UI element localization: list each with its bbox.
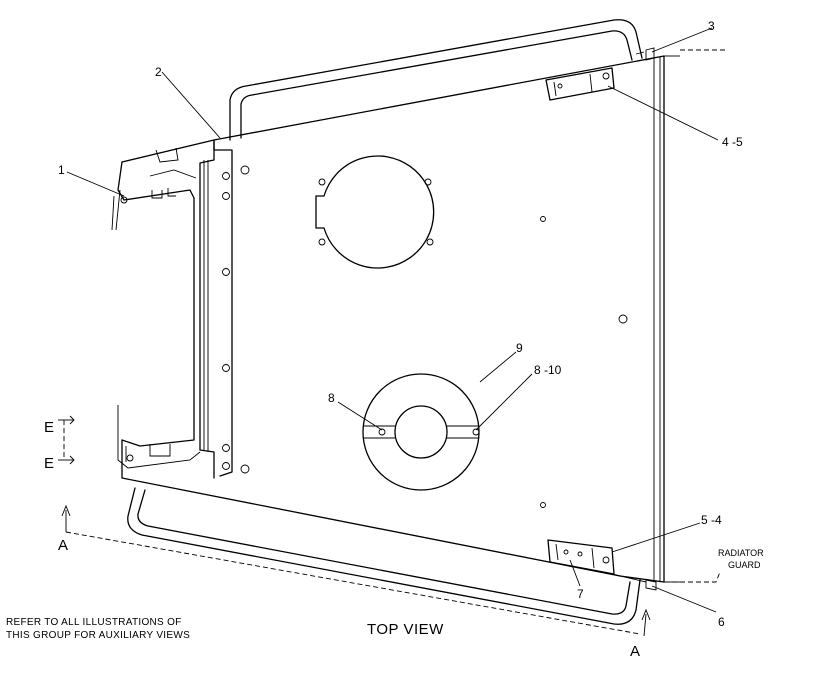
main-plate <box>121 55 680 583</box>
top-opening <box>315 155 435 269</box>
callout-4-5: 4 -5 <box>722 135 743 149</box>
section-e-upper-label: E <box>44 419 54 436</box>
bracket-5-4 <box>547 539 615 575</box>
reference-note-line1: REFER TO ALL ILLUSTRATIONS OF <box>6 617 182 628</box>
lower-ring-part-9 <box>362 373 480 491</box>
section-line-e <box>58 415 75 465</box>
callout-8-10: 8 -10 <box>534 363 562 377</box>
section-a-left-label: A <box>58 537 68 554</box>
radiator-guard-boundary <box>664 571 721 583</box>
callout-7: 7 <box>577 587 584 601</box>
callouts: 1 2 3 4 -5 5 -4 6 7 8 8 -10 9 <box>58 19 743 629</box>
callout-8: 8 <box>328 391 335 405</box>
fitting-part-3 <box>635 47 655 61</box>
view-title: TOP VIEW <box>367 621 444 638</box>
lower-tube-frame <box>127 487 641 625</box>
callout-1: 1 <box>58 163 65 177</box>
section-e-lower-label: E <box>44 455 54 472</box>
fitting-part-6 <box>611 573 657 591</box>
bracket-4-5 <box>545 67 615 101</box>
upper-tube-frame <box>229 19 643 141</box>
reference-note-line2: THIS GROUP FOR AUXILIARY VIEWS <box>6 630 190 641</box>
radiator-guard-label-line2: GUARD <box>728 560 761 570</box>
leader-lines <box>66 27 719 613</box>
callout-9: 9 <box>516 341 523 355</box>
left-bolt-holes <box>222 165 628 508</box>
left-bracket <box>111 139 215 479</box>
section-line-a <box>61 504 651 637</box>
section-a-right-label: A <box>630 643 640 660</box>
callout-5-4: 5 -4 <box>701 513 722 527</box>
radiator-guard-label-line1: RADIATOR <box>718 548 764 558</box>
callout-2: 2 <box>155 65 162 79</box>
callout-3: 3 <box>708 19 715 33</box>
callout-6: 6 <box>718 615 725 629</box>
